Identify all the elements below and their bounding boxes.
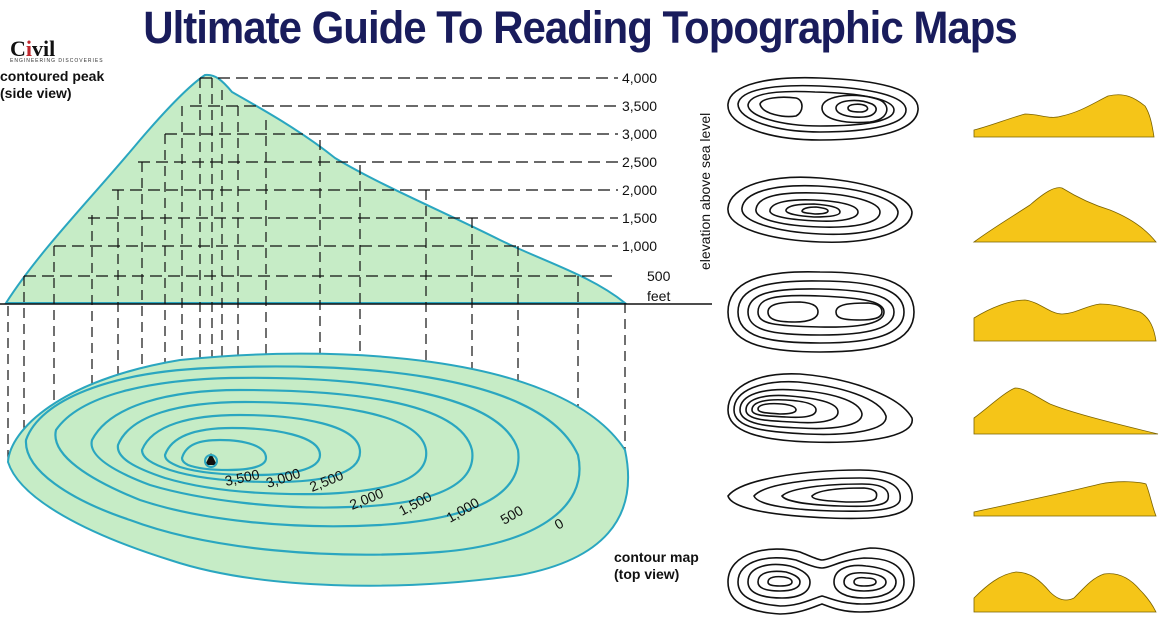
example-map-5	[727, 469, 913, 520]
tick-500: 500	[647, 268, 671, 284]
top-view-contour-map	[6, 352, 630, 587]
contour-1000	[54, 376, 520, 528]
example-map-1	[727, 76, 919, 141]
contour-2500	[140, 413, 362, 484]
profile-6	[973, 571, 1157, 613]
top-view-caption: contour map (top view)	[614, 549, 699, 582]
contour-3500	[180, 438, 268, 472]
elevation-ticks: 4,000 3,500 3,000 2,500 2,000 1,500 1,00…	[622, 70, 713, 304]
example-contour-maps	[727, 76, 919, 615]
example-profiles	[972, 94, 1159, 613]
page-title: Ultimate Guide To Reading Topographic Ma…	[143, 2, 1018, 53]
contour-label-3500: 3,500	[223, 466, 261, 489]
profile-5	[973, 481, 1157, 517]
tick-3500: 3,500	[622, 98, 657, 114]
side-view-caption: contoured peak (side view)	[0, 68, 105, 101]
profile-2	[972, 187, 1157, 243]
tick-1500: 1,500	[622, 210, 657, 226]
contour-2000	[116, 400, 428, 496]
example-map-3	[727, 270, 915, 353]
tick-1000: 1,000	[622, 238, 657, 254]
example-map-6	[727, 547, 915, 615]
contour-1500	[90, 388, 474, 509]
contour-0	[6, 352, 630, 587]
tick-3000: 3,000	[622, 126, 657, 142]
contour-3000	[163, 426, 322, 477]
tick-4000: 4,000	[622, 70, 657, 86]
profile-1	[973, 94, 1155, 138]
elevation-guide-lines	[24, 77, 618, 277]
example-map-2	[727, 176, 913, 244]
tick-2500: 2,500	[622, 154, 657, 170]
brand-logo: Civil ENGINEERING DISCOVERIES	[10, 36, 104, 64]
profile-4	[973, 387, 1159, 435]
tick-2000: 2,000	[622, 182, 657, 198]
contour-500	[24, 365, 581, 556]
elevation-axis-label: elevation above sea level	[697, 113, 713, 270]
peak-profile	[4, 73, 628, 304]
example-map-4	[727, 373, 913, 444]
summit-marker	[205, 453, 217, 465]
profile-3	[973, 299, 1157, 342]
unit-label: feet	[647, 288, 670, 304]
